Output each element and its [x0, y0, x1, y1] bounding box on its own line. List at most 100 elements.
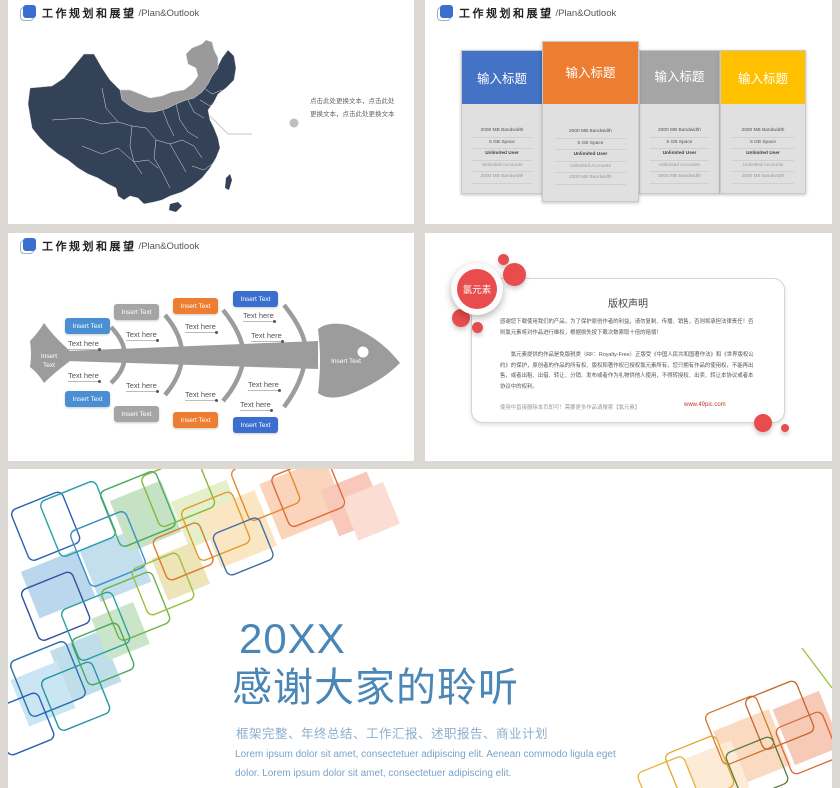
pricing-column-title: 输入标题 [721, 51, 805, 104]
pricing-column-title: 输入标题 [543, 42, 638, 104]
header-title: 工作规划和展望 [42, 241, 137, 253]
china-map [27, 39, 252, 212]
slide-header: 工作规划和展望 /Plan&Outlook [20, 4, 199, 22]
detail-text[interactable]: Text here [185, 390, 218, 402]
cause-box[interactable]: Insert Text [173, 298, 218, 314]
decor-circle-icon [503, 263, 526, 286]
slide-fishbone[interactable]: 工作规划和展望 /Plan&Outlook Insert Text Insert… [8, 233, 414, 461]
detail-text[interactable]: Text here [240, 400, 273, 412]
detail-text[interactable]: Text here [251, 331, 284, 343]
feature-item: 5 GB Space [731, 138, 795, 149]
map-taiwan [225, 174, 232, 190]
detail-text[interactable]: Text here [68, 371, 101, 383]
feature-item: 5 GB Space [650, 138, 709, 149]
detail-text[interactable]: Text here [126, 330, 159, 342]
feature-item: 2000 MB Bandwidth [650, 172, 709, 184]
fish-head [318, 323, 400, 398]
header-subtitle: /Plan&Outlook [138, 240, 200, 252]
fish-tail-label[interactable]: Insert Text [40, 353, 58, 369]
feature-item: 2000 MB Bandwidth [472, 126, 532, 138]
colorful-squares-decoration [8, 469, 400, 756]
map-region-highlight [119, 39, 219, 113]
pricing-feature-list: 2000 MB Bandwidth 5 GB Space Unlimited U… [640, 104, 719, 184]
callout-text[interactable]: 点击此处更换文本，点击此处更换文本，点击此处更换文本 [310, 98, 395, 118]
cause-box[interactable]: Insert Text [65, 391, 110, 407]
final-title: 感谢大家的聆听 [232, 666, 519, 710]
copyright-paragraph: 感谢您下载使用我们的产品，为了保护原创作者的利益，请勿复制、传播、销售，否则将承… [500, 319, 754, 336]
detail-text[interactable]: Text here [68, 339, 101, 351]
copyright-title: 版权声明 [608, 299, 648, 310]
cause-box[interactable]: Insert Text [233, 417, 278, 433]
pricing-column[interactable]: 输入标题 2000 MB Bandwidth 5 GB Space Unlimi… [639, 50, 720, 194]
header-subtitle: /Plan&Outlook [555, 7, 617, 19]
header-square-icon [20, 5, 36, 21]
cause-box[interactable]: Insert Text [233, 291, 278, 307]
brand-badge: 氯元素 [451, 263, 503, 315]
fish-head-label[interactable]: Insert Text [331, 358, 361, 365]
pricing-feature-list: 2000 MB Bandwidth 5 GB Space Unlimited U… [721, 104, 805, 184]
pricing-feature-list: 2000 MB Bandwidth 5 GB Space Unlimited U… [543, 104, 638, 185]
final-subtitle: 框架完整、年终总结、工作汇报、述职报告、商业计划 [236, 727, 549, 741]
pricing-column[interactable]: 输入标题 2000 MB Bandwidth 5 GB Space Unlimi… [461, 50, 543, 194]
slide-pricing[interactable]: 工作规划和展望 /Plan&Outlook 输入标题 2000 MB Bandw… [425, 0, 832, 224]
feature-item: 2000 MB Bandwidth [555, 173, 626, 185]
colorful-squares-decoration [637, 648, 832, 788]
header-title: 工作规划和展望 [42, 8, 137, 20]
feature-item: Unlimited User [555, 150, 626, 162]
feature-item: Unlimited User [731, 149, 795, 161]
feature-item: Unlimited User [650, 149, 709, 161]
map-hainan [169, 202, 182, 212]
cause-box[interactable]: Insert Text [173, 412, 218, 428]
decor-circle-icon [452, 309, 470, 327]
callout-dot-icon [289, 118, 299, 128]
feature-item: Unlimited Accounts [472, 161, 532, 172]
decor-circle-icon [472, 322, 483, 333]
fish-eye-icon [357, 346, 369, 358]
slide-map[interactable]: 工作规划和展望 /Plan&Outlook 点击 [8, 0, 414, 224]
feature-item: 2000 MB Bandwidth [472, 172, 532, 184]
feature-item: 2000 MB Bandwidth [731, 126, 795, 138]
final-description: Lorem ipsum dolor sit amet, consectetuer… [235, 749, 616, 779]
detail-text[interactable]: Text here [243, 311, 276, 323]
detail-text[interactable]: Text here [126, 381, 159, 393]
decor-circle-icon [781, 424, 789, 432]
fish-spine [66, 341, 318, 369]
copyright-card: 版权声明 感谢您下载使用我们的产品，为了保护原创作者的利益，请勿复制、传播、销售… [471, 278, 785, 423]
decor-circle-icon [498, 254, 509, 265]
feature-item: Unlimited Accounts [731, 161, 795, 172]
slide-copyright[interactable]: 版权声明 感谢您下载使用我们的产品，为了保护原创作者的利益，请勿复制、传播、销售… [425, 233, 832, 461]
fish-tail [30, 323, 70, 383]
detail-text[interactable]: Text here [185, 322, 218, 334]
copyright-paragraph: 氯元素提供的作品是免版税类（RF：Royalty-Free）正版受《中国人民共和… [500, 352, 754, 390]
detail-text[interactable]: Text here [248, 380, 281, 392]
fishbone-diagram [30, 303, 400, 409]
feature-item: 5 GB Space [555, 139, 626, 150]
feature-item: 5 GB Space [472, 138, 532, 149]
feature-item: 2000 MB Bandwidth [731, 172, 795, 184]
pricing-column-title: 输入标题 [462, 51, 542, 104]
final-year: 20XX [239, 615, 346, 662]
feature-item: 2000 MB Bandwidth [555, 127, 626, 139]
header-square-icon [437, 5, 453, 21]
pricing-column-title: 输入标题 [640, 51, 719, 104]
cause-box[interactable]: Insert Text [114, 304, 159, 320]
slide-header: 工作规划和展望 /Plan&Outlook [20, 237, 199, 255]
cause-box[interactable]: Insert Text [114, 406, 159, 422]
slide-header: 工作规划和展望 /Plan&Outlook [437, 4, 616, 22]
feature-item: 2000 MB Bandwidth [650, 126, 709, 138]
pricing-feature-list: 2000 MB Bandwidth 5 GB Space Unlimited U… [462, 104, 542, 184]
copyright-url-link[interactable]: www.49pic.com [684, 402, 726, 408]
feature-item: Unlimited Accounts [555, 162, 626, 173]
feature-item: Unlimited Accounts [650, 161, 709, 172]
decor-circle-icon [754, 414, 772, 432]
feature-item: Unlimited User [472, 149, 532, 161]
brand-badge-label: 氯元素 [457, 269, 497, 309]
cause-box[interactable]: Insert Text [65, 318, 110, 334]
slide-thanks[interactable]: 20XX 感谢大家的聆听 框架完整、年终总结、工作汇报、述职报告、商业计划 Lo… [8, 469, 832, 788]
copyright-footer: 使用中直接删除本页即可！需要更多作品请搜索【氯元素】 [500, 405, 641, 411]
header-square-icon [20, 238, 36, 254]
pricing-column-featured[interactable]: 输入标题 2000 MB Bandwidth 5 GB Space Unlimi… [542, 41, 639, 202]
header-subtitle: /Plan&Outlook [138, 7, 200, 19]
pricing-column[interactable]: 输入标题 2000 MB Bandwidth 5 GB Space Unlimi… [720, 50, 806, 194]
header-title: 工作规划和展望 [459, 8, 554, 20]
